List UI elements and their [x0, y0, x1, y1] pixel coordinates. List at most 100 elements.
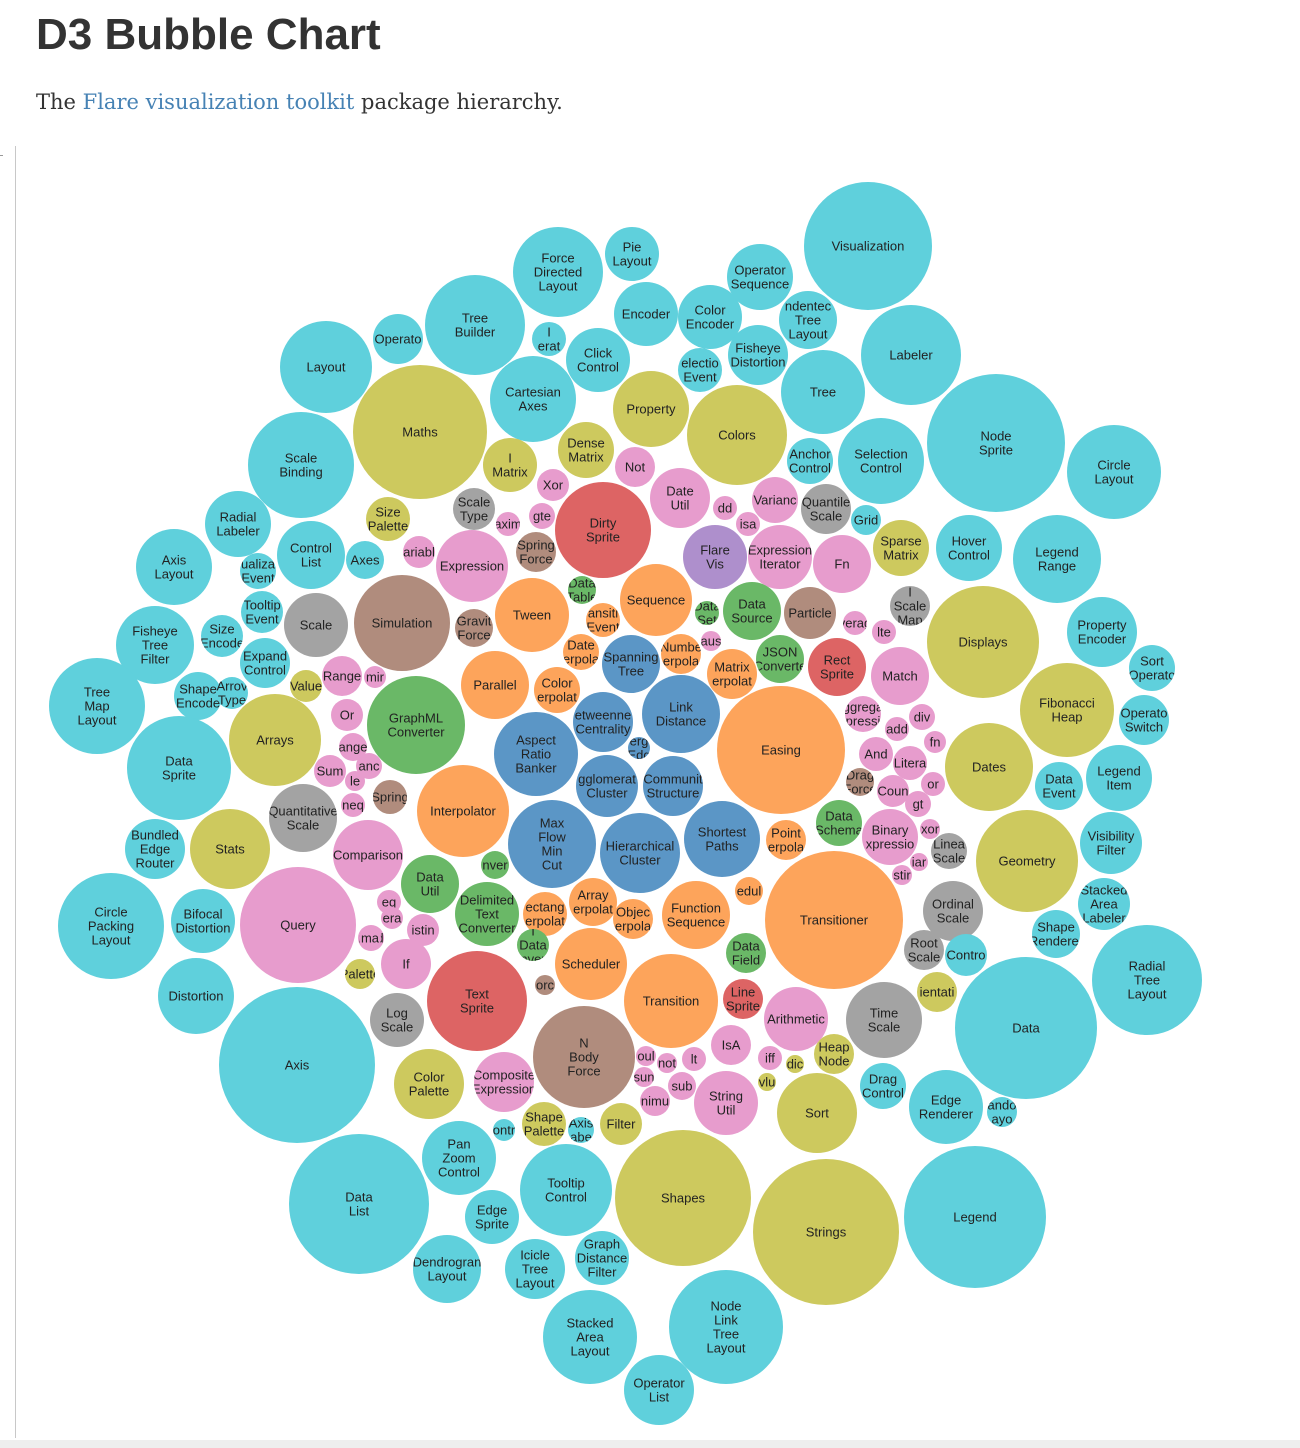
bubble-circle[interactable]: Fibonacci Heap [1020, 663, 1114, 757]
bubble-circle[interactable]: Fisheye Tree Filter [116, 606, 194, 684]
bubble-axis[interactable]: AxisAxis [219, 987, 375, 1143]
bubble-circle[interactable]: Dendrogram Layout [413, 1235, 481, 1303]
bubble-circle[interactable]: Match [871, 647, 929, 705]
bubble-circle[interactable]: Data Field [726, 933, 766, 973]
bubble-circle[interactable]: lt [682, 1047, 706, 1071]
bubble-circle[interactable]: Labeler [861, 305, 961, 405]
bubble-circle[interactable]: Aspect Ratio Banker [494, 712, 578, 796]
bubble-circle[interactable]: Minimum [843, 611, 867, 635]
bubble-circle[interactable]: Axis [219, 987, 375, 1143]
bubble-circle[interactable]: Literal [893, 746, 927, 780]
bubble-circle[interactable]: Distinct [892, 865, 912, 885]
bubble-circle[interactable]: Max Flow Min Cut [508, 800, 596, 888]
bubble-circle[interactable]: Distinct [407, 914, 439, 946]
bubble-circle[interactable]: I Control [945, 934, 987, 976]
bubble-circle[interactable]: Composite Expression [474, 1052, 534, 1112]
bubble-circle[interactable]: Edge Sprite [465, 1190, 519, 1244]
bubble-circle[interactable]: Axis Layout [136, 529, 212, 605]
bubble-circle[interactable]: not [657, 1053, 677, 1073]
bubble-circle[interactable]: Transition [624, 954, 718, 1048]
bubble-circle[interactable]: Binary Expression [862, 809, 918, 865]
bubble-circle[interactable]: Control List [277, 521, 345, 589]
bubble-visualization[interactable]: VisualizationVisualization [804, 182, 932, 310]
bubble-colors[interactable]: ColorsColors [687, 385, 787, 485]
bubble-displays[interactable]: DisplaysDisplays [927, 586, 1039, 698]
bubble-circle[interactable]: Indented Tree Layout [779, 291, 837, 349]
bubble-parallel[interactable]: ParallelParallel [461, 651, 529, 719]
bubble-circle[interactable]: I Evaluable [758, 1073, 776, 1091]
bubble-variable[interactable]: Variableariabl [403, 536, 435, 568]
bubble-circle[interactable]: Query [240, 867, 356, 983]
bubble-circle[interactable]: Minimum [640, 1086, 670, 1116]
bubble-circle[interactable]: xor [920, 819, 940, 839]
bubble-i-control[interactable]: I Controlontr [493, 1119, 516, 1141]
bubble-i-evaluable[interactable]: I Evaluablevlu [758, 1073, 776, 1091]
bubble-maximum[interactable]: Maximumaxim [494, 512, 521, 536]
bubble-operator[interactable]: OperatorOperato [373, 314, 423, 364]
bubble-lte[interactable]: Ltelte [872, 620, 896, 644]
bubble-circle[interactable]: Parallel [461, 651, 529, 719]
bubble-expression[interactable]: ExpressionExpression [436, 530, 508, 602]
bubble-circle[interactable]: Radial Tree Layout [1092, 925, 1202, 1035]
bubble-tween[interactable]: TweenTween [495, 578, 569, 652]
bubble-circle[interactable]: Data Util [401, 855, 459, 913]
bubble-circle[interactable]: Neq [341, 793, 365, 817]
bubble-iterator[interactable]: Iteratorma [359, 927, 381, 949]
bubble-circle[interactable]: Modulo [636, 1046, 656, 1066]
bubble-circle[interactable]: Hierarchical Cluster [600, 813, 680, 893]
bubble-circle[interactable]: Click Control [566, 328, 630, 392]
bubble-circle[interactable]: Linear Scale [931, 833, 967, 869]
bubble-circle[interactable]: Pie Layout [605, 227, 659, 281]
bubble-interpolator[interactable]: InterpolatorInterpolator [417, 765, 509, 857]
bubble-circle[interactable]: Stacked Area Layout [543, 1290, 637, 1384]
bubble-gte[interactable]: gtegte [529, 503, 555, 529]
bubble-maths[interactable]: MathsMaths [353, 365, 487, 499]
bubble-circle[interactable]: Node Sprite [927, 374, 1065, 512]
bubble-circle[interactable]: Axis Label [568, 1117, 594, 1143]
bubble-circle[interactable]: Date Util [650, 468, 710, 528]
bubble-circle[interactable]: add [885, 717, 909, 741]
bubble-circle[interactable]: I Scheduler [735, 877, 763, 905]
bubble-palette[interactable]: PalettePalette [340, 959, 380, 989]
bubble-isa[interactable]: isaisa [736, 512, 760, 536]
bubble-tree[interactable]: TreeTree [781, 350, 865, 434]
bubble-transition[interactable]: TransitionTransition [624, 954, 718, 1048]
bubble-circle[interactable]: Distortion [158, 958, 234, 1034]
bubble-circle[interactable]: I Matrix [483, 438, 537, 492]
